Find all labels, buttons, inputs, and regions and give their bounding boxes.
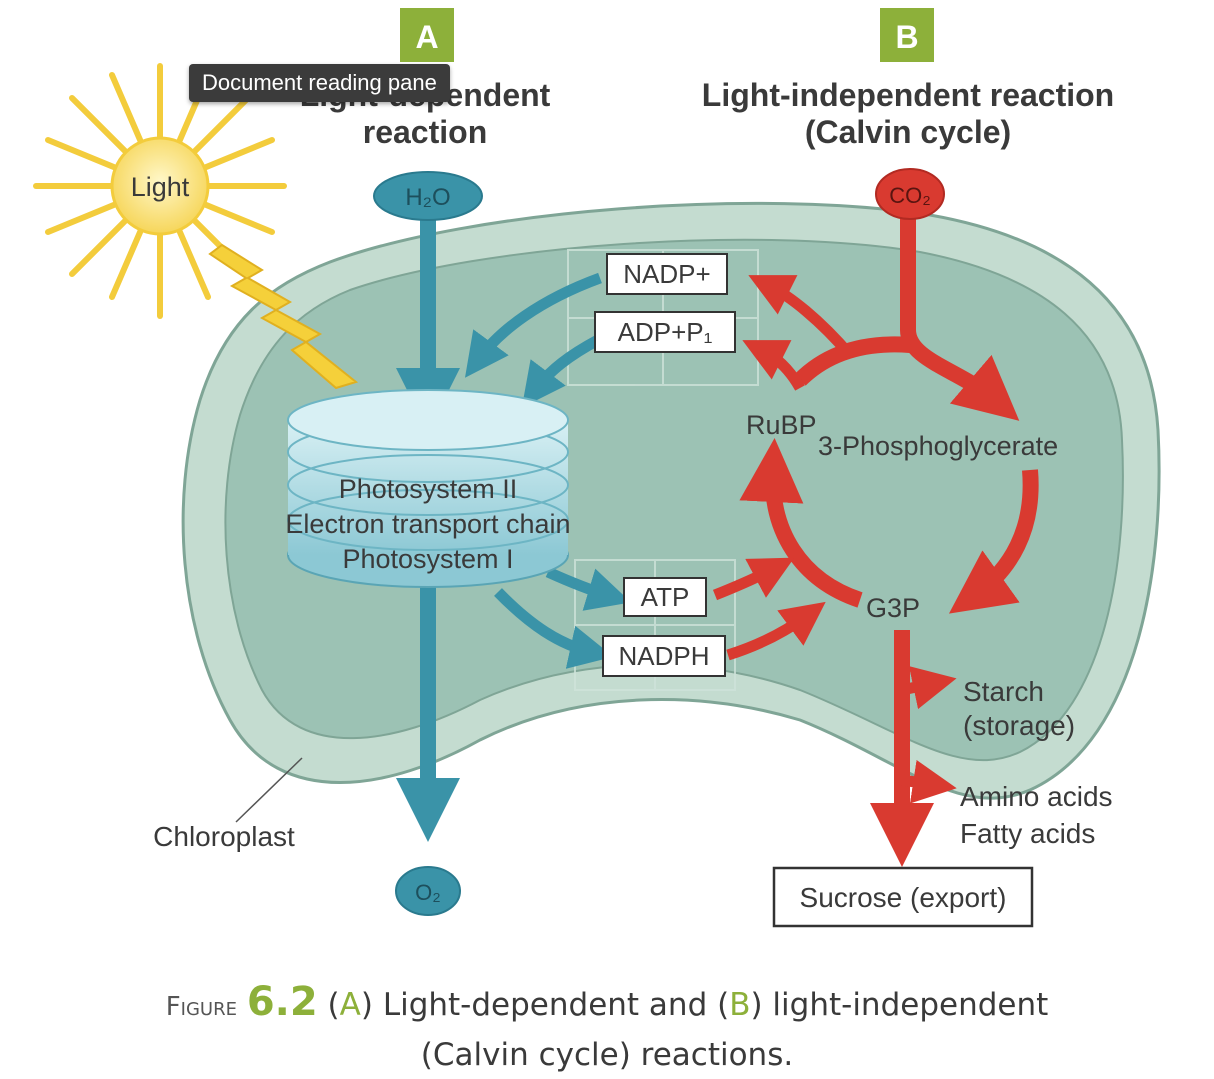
g3p-to-rubp-arc [739,438,863,608]
chloroplast-label: Chloroplast [153,821,295,852]
panel-b-badge: B [880,8,934,62]
nadph-out-arrow [494,588,614,669]
g3p-label: G3P [866,593,920,623]
o2-label: O₂ [415,880,441,905]
adp-label: ADP+P₁ [618,317,713,347]
atp-box: ATP [623,577,707,617]
calvin-cycle-flow [712,215,1039,867]
storage-label: (storage) [963,710,1075,741]
sucrose-box: Sucrose (export) [772,866,1034,928]
sucrose-label: Sucrose (export) [800,882,1007,913]
panel-b-letter: B [895,19,918,55]
fatty-acids-label: Fatty acids [960,818,1095,849]
caption-open-paren: ( [327,987,340,1023]
caption-figure-word: Figure [165,992,237,1022]
adp-out-arrow [742,340,805,391]
caption-a: A [339,987,361,1023]
panel-a-badge: A [400,8,454,62]
photosystem-ii-label: Photosystem II [339,474,518,504]
caption-figure-number: 6.2 [246,979,318,1025]
caption-text2: ) light-independent [750,987,1049,1023]
nadph-box: NADPH [602,635,726,677]
caption-line2: (Calvin cycle) reactions. [420,1037,794,1073]
lightning-bolt-icon [208,243,359,390]
nadp-return-arrow [464,272,602,378]
h2o-label: H₂O [405,184,450,211]
chloroplast-leader-line [235,757,303,823]
adp-return-arrow [521,335,601,408]
nadph-in-arrow [726,601,826,661]
photosystem-i-label: Photosystem I [342,544,513,574]
co2-in-arrow [900,215,1020,421]
atp-in-arrow [712,557,795,601]
nadph-label: NADPH [618,641,709,671]
light-label: Light [131,172,190,202]
nadp-box: NADP+ [606,253,728,295]
figure-caption: Figure 6.2 (A) Light-dependent and (B) l… [0,978,1214,1079]
atp-label: ATP [641,582,690,612]
co2-bubble: CO₂ [875,168,945,220]
atp-out-arrow [545,566,632,611]
panel-a-title-line2: reaction [363,114,487,150]
rubp-label: RuBP [746,410,817,440]
amino-branch-arrow [901,759,957,804]
light-reaction-flow [396,215,632,842]
amino-acids-label: Amino acids [960,781,1113,812]
document-reading-pane-tooltip: Document reading pane [189,64,450,102]
co2-label: CO₂ [889,183,931,208]
caption-text1: ) Light-dependent and ( [360,987,730,1023]
panel-b-title-line1: Light-independent reaction [702,77,1114,113]
panel-a-letter: A [415,19,438,55]
thylakoid-stack [287,389,569,588]
adp-box: ADP+P₁ [594,311,736,353]
o2-bubble: O₂ [395,866,461,916]
starch-branch-arrow [900,666,957,710]
h2o-bubble: H₂O [373,171,483,221]
electron-transport-chain-label: Electron transport chain [285,509,570,539]
panel-b-title-line2: (Calvin cycle) [805,114,1011,150]
caption-b: B [729,987,751,1023]
pga-label: 3-Phosphoglycerate [818,431,1058,461]
pga-to-g3p-arc [948,469,1039,614]
starch-label: Starch [963,676,1044,707]
nadp-label: NADP+ [623,259,710,289]
nadp-out-arrow [748,275,855,359]
